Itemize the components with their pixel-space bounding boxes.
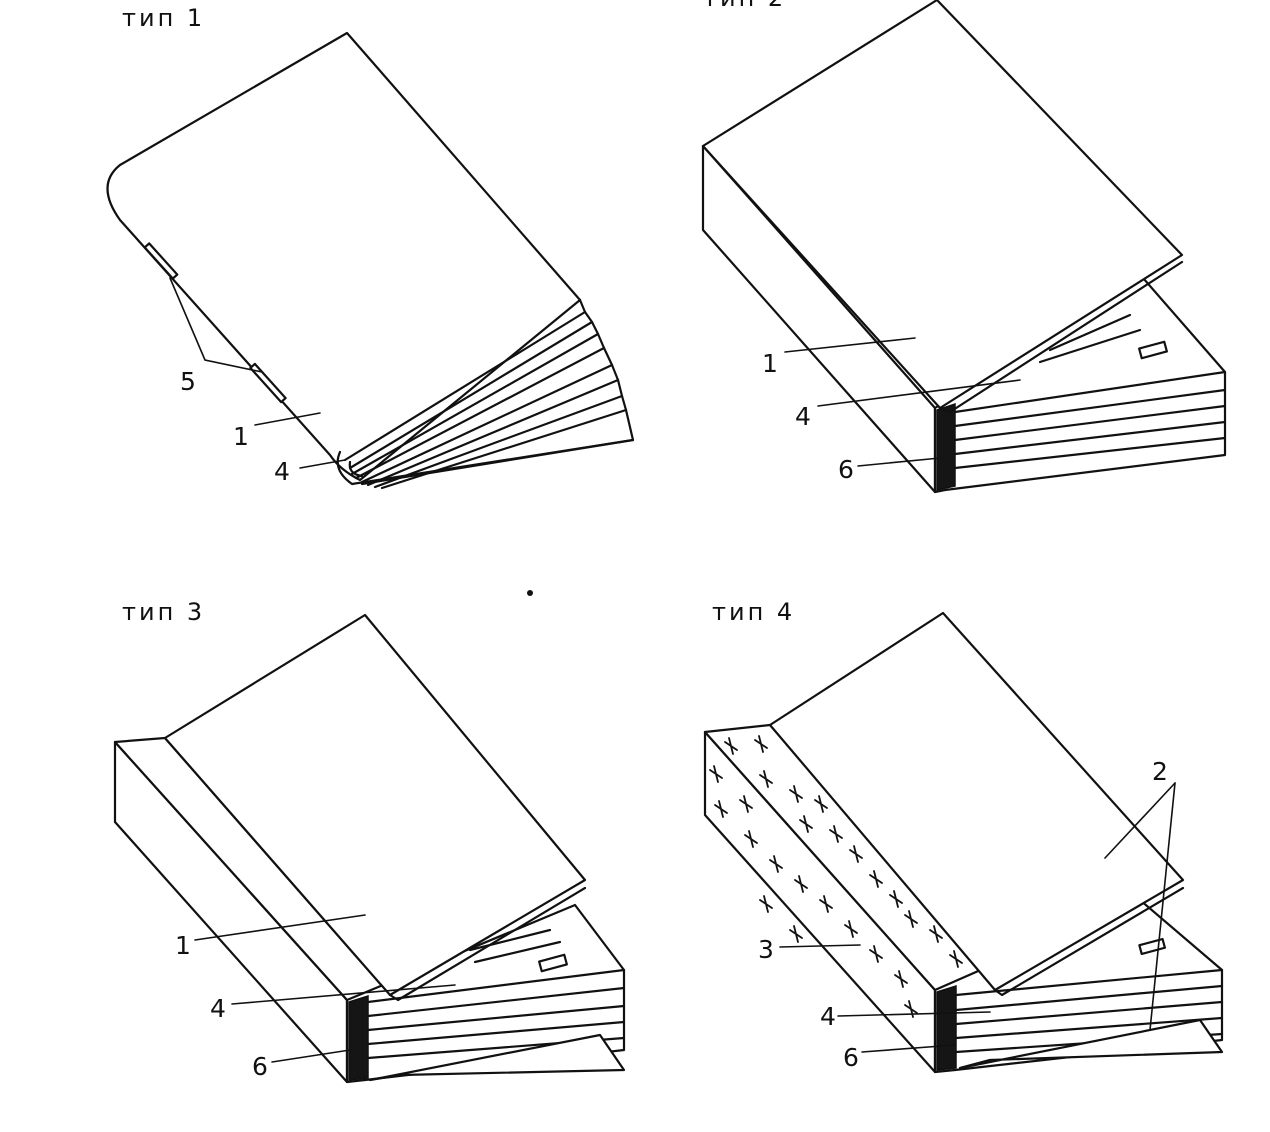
figure-title: тип 2 xyxy=(703,0,786,12)
label-1: 1 xyxy=(762,349,778,378)
figure-type-4: тип 4 xyxy=(703,598,1224,1074)
figure-title: тип 3 xyxy=(122,598,205,626)
label-4: 4 xyxy=(820,1002,836,1031)
label-6: 6 xyxy=(843,1043,859,1072)
label-5: 5 xyxy=(180,367,196,396)
label-1: 1 xyxy=(233,422,249,451)
figure-title: тип 1 xyxy=(122,4,205,32)
front-cover xyxy=(106,31,582,482)
label-2: 2 xyxy=(1152,757,1168,786)
figure-title: тип 4 xyxy=(712,598,795,626)
label-6: 6 xyxy=(838,455,854,484)
label-4: 4 xyxy=(795,402,811,431)
staple xyxy=(249,362,287,404)
label-1: 1 xyxy=(175,931,191,960)
book-block xyxy=(345,903,626,1084)
label-3: 3 xyxy=(758,935,774,964)
figure-type-2: тип 2 1 4 6 xyxy=(701,0,1227,494)
label-4: 4 xyxy=(274,457,290,486)
figure-type-3: тип 3 1 4 6 xyxy=(113,598,626,1084)
fanned-pages xyxy=(336,298,635,490)
cloth-texture xyxy=(709,735,963,1018)
figure-type-1: тип 1 5 1 4 xyxy=(106,4,635,490)
label-4: 4 xyxy=(210,994,226,1023)
scan-speck xyxy=(527,590,533,596)
label-6: 6 xyxy=(252,1052,268,1081)
staple xyxy=(143,242,179,280)
